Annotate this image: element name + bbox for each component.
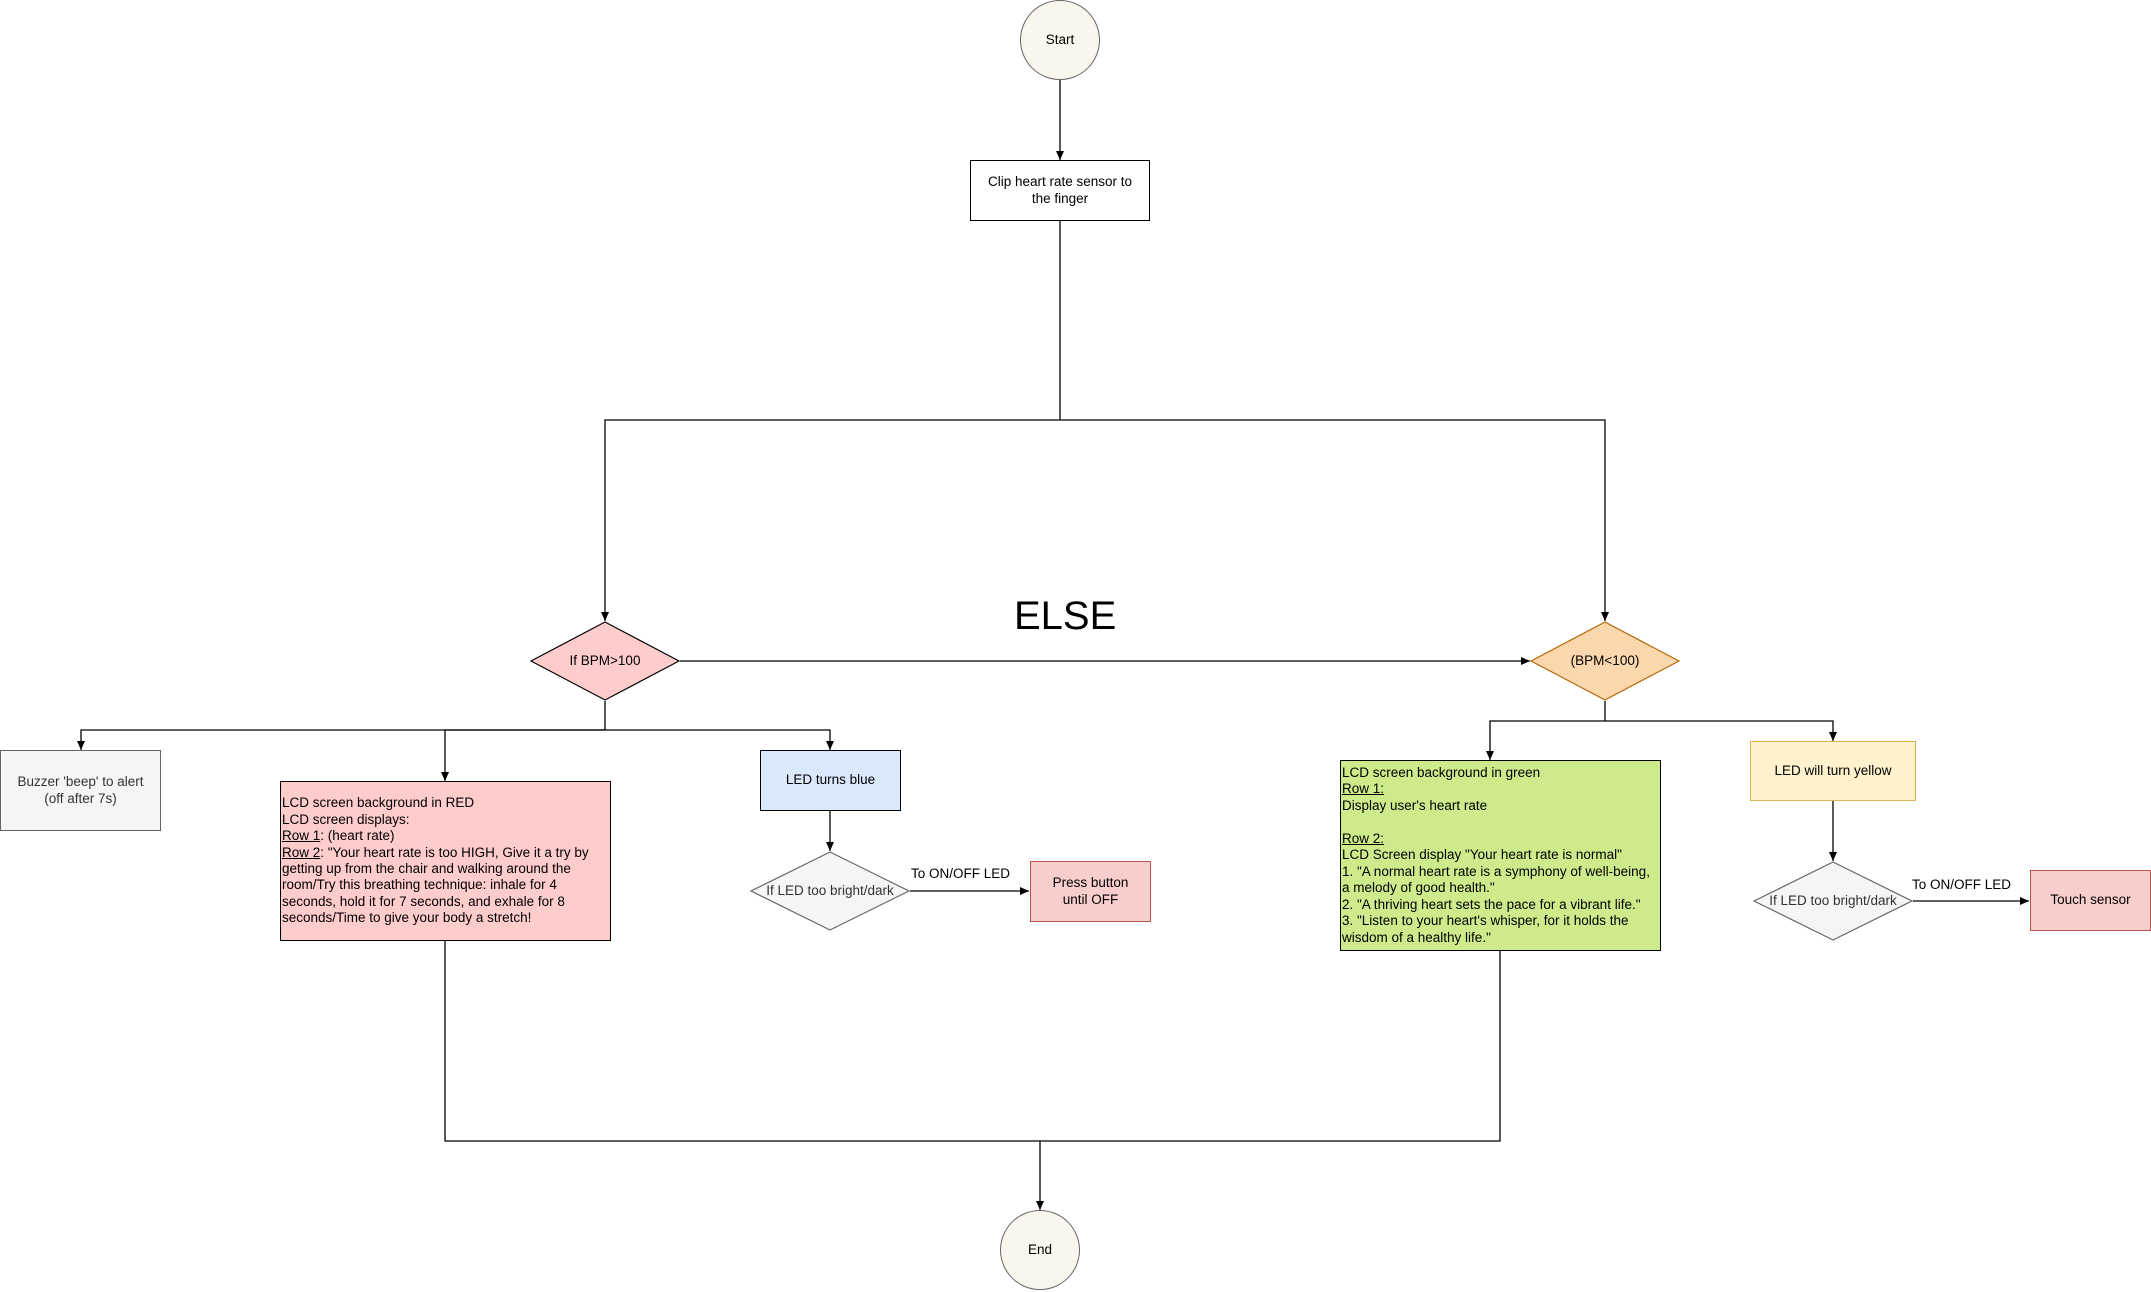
else-label: ELSE <box>1014 594 1117 638</box>
decision-bpm-high-shape <box>530 621 680 701</box>
edge-to-red-lcd <box>441 729 605 781</box>
green-lcd-row1-label: Row 1: <box>1342 781 1385 797</box>
red-lcd-line2: LCD screen displays: <box>282 811 410 827</box>
decision-bpm-low-shape <box>1530 621 1680 701</box>
led-blue-label: LED turns blue <box>785 772 876 788</box>
end-node[interactable]: End <box>1000 1210 1080 1290</box>
green-lcd-item2: 2. "A thriving heart sets the pace for a… <box>1342 896 1641 912</box>
decision-led-right-shape <box>1753 861 1913 941</box>
to-onoff-right-label: To ON/OFF LED <box>1912 877 2012 892</box>
red-lcd-row2-text: : "Your heart rate is too HIGH, Give it … <box>282 844 589 926</box>
edge-green-end <box>1040 951 1501 1142</box>
red-lcd-row1-text: : (heart rate) <box>320 828 395 844</box>
green-lcd-step[interactable]: LCD screen background in green Row 1: Di… <box>1340 760 1661 951</box>
green-lcd-row2-label: Row 2: <box>1342 830 1385 846</box>
green-lcd-spacer <box>1342 814 1659 830</box>
decision-led-left[interactable]: If LED too bright/dark <box>750 851 910 931</box>
decision-led-left-shape <box>750 851 910 931</box>
decision-bpm-low[interactable]: (BPM<100) <box>1530 621 1680 701</box>
edge-split-high <box>601 419 1060 621</box>
buzzer-step[interactable]: Buzzer 'beep' to alert (off after 7s) <box>0 750 161 831</box>
red-lcd-row1: Row 1: (heart rate) <box>282 828 609 844</box>
touch-sensor-step[interactable]: Touch sensor <box>2030 870 2151 931</box>
press-button-label: Press button until OFF <box>1052 875 1129 907</box>
clip-sensor-step[interactable]: Clip heart rate sensor to the finger <box>970 160 1150 221</box>
start-label: Start <box>1045 31 1075 47</box>
red-lcd-row2: Row 2: "Your heart rate is too HIGH, Giv… <box>282 845 609 927</box>
edge-to-led-blue <box>605 729 834 750</box>
clip-sensor-label: Clip heart rate sensor to the finger <box>987 174 1133 206</box>
red-lcd-line1: LCD screen background in RED <box>282 795 475 811</box>
green-lcd-line1: LCD screen background in green <box>1342 764 1541 780</box>
red-lcd-step[interactable]: LCD screen background in RED LCD screen … <box>280 781 611 941</box>
press-button-step[interactable]: Press button until OFF <box>1030 861 1151 922</box>
red-lcd-row1-label: Row 1 <box>282 828 321 844</box>
end-label: End <box>1027 1241 1053 1257</box>
green-lcd-row1-text: Display user's heart rate <box>1342 797 1488 813</box>
led-yellow-step[interactable]: LED will turn yellow <box>1750 741 1916 801</box>
to-onoff-left-label: To ON/OFF LED <box>911 866 1011 881</box>
touch-sensor-label: Touch sensor <box>2050 892 2131 908</box>
edge-split-low <box>1060 419 1609 621</box>
decision-led-right-label: If LED too bright/dark <box>1769 892 1897 908</box>
green-lcd-item1: 1. "A normal heart rate is a symphony of… <box>1342 863 1650 896</box>
led-yellow-label: LED will turn yellow <box>1774 762 1892 778</box>
decision-bpm-high-label: If BPM>100 <box>569 652 641 668</box>
decision-led-left-label: If LED too bright/dark <box>766 882 894 898</box>
start-node[interactable]: Start <box>1020 0 1100 80</box>
red-lcd-row2-label: Row 2 <box>282 844 321 860</box>
buzzer-label: Buzzer 'beep' to alert (off after 7s) <box>17 774 144 806</box>
edge-to-led-yellow <box>1605 720 1837 741</box>
led-blue-step[interactable]: LED turns blue <box>760 750 901 811</box>
decision-bpm-low-label: (BPM<100) <box>1570 652 1640 668</box>
green-lcd-row2-text: LCD Screen display "Your heart rate is n… <box>1342 847 1622 863</box>
edge-to-buzzer <box>77 729 605 750</box>
edge-red-end <box>444 941 1040 1142</box>
green-lcd-item3: 3. "Listen to your heart's whisper, for … <box>1342 913 1629 945</box>
decision-led-right[interactable]: If LED too bright/dark <box>1753 861 1913 941</box>
edge-to-green-lcd <box>1486 720 1605 760</box>
decision-bpm-high[interactable]: If BPM>100 <box>530 621 680 701</box>
